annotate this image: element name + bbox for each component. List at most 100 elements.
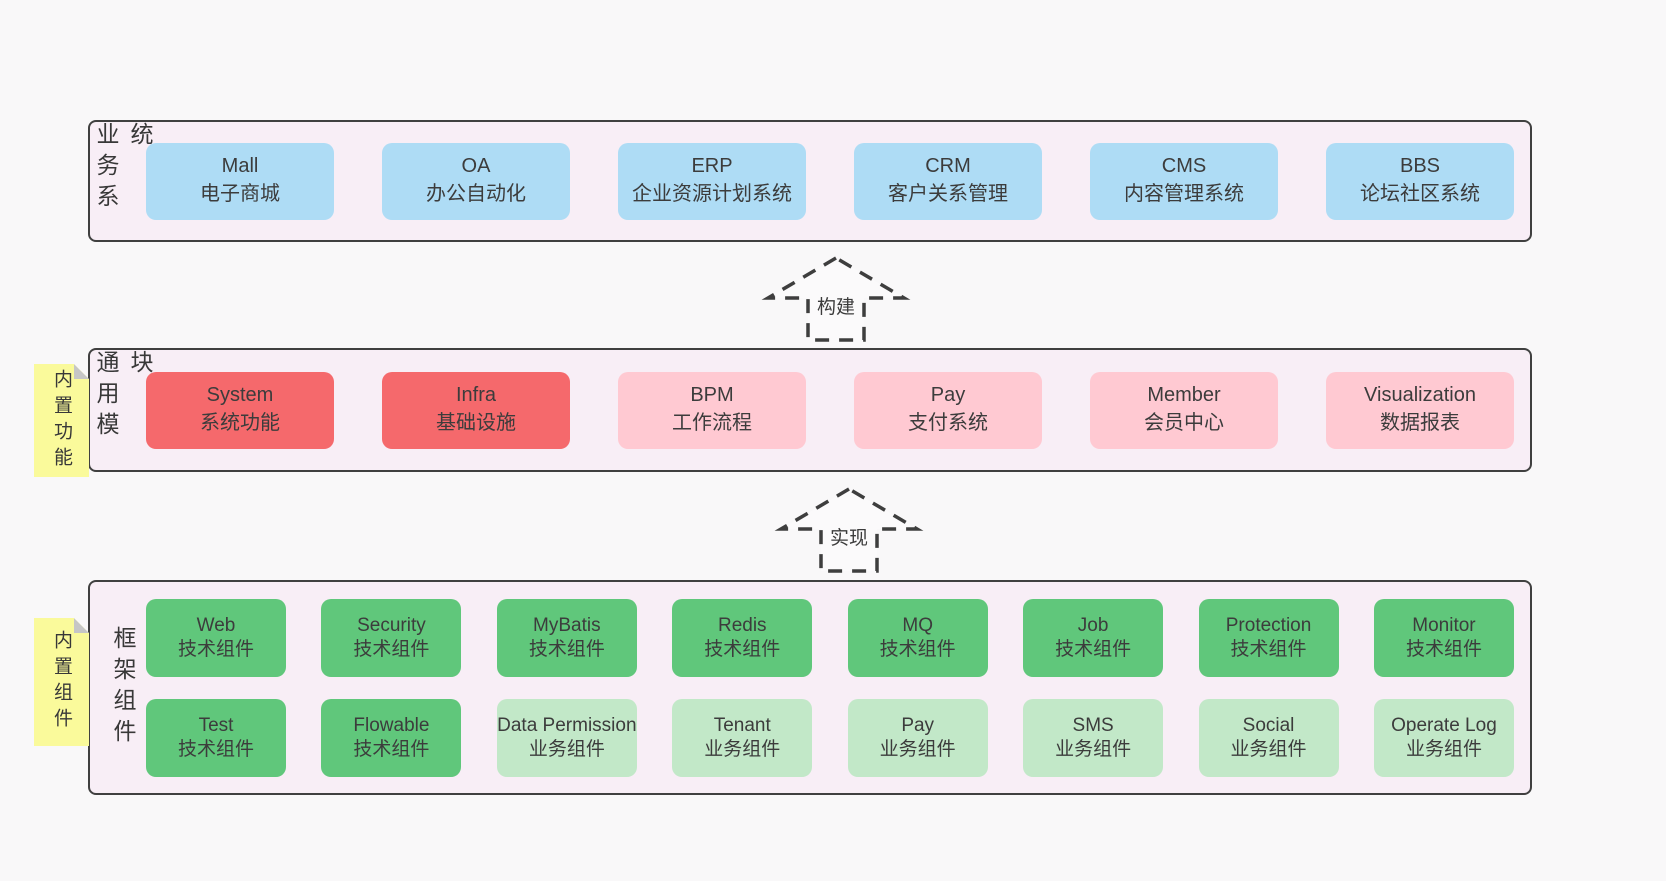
node-bbs[interactable]: BBS 论坛社区系统: [1326, 142, 1514, 220]
node-cms[interactable]: CMS 内容管理系统: [1090, 142, 1278, 220]
node-subtitle: 电子商城: [200, 183, 280, 205]
node-subtitle: 业务组件: [528, 738, 605, 760]
implement-arrow[interactable]: 实现: [773, 485, 925, 575]
node-subtitle: 业务组件: [1405, 738, 1482, 760]
node-title: Protection: [1225, 614, 1312, 636]
node-title: Flowable: [353, 714, 430, 736]
sticky-note-builtin-features[interactable]: 内置功能: [34, 364, 89, 477]
node-subtitle: 技术组件: [353, 738, 430, 760]
folded-corner-icon: [74, 618, 89, 633]
node-title: Pay: [930, 384, 966, 407]
layer-title: 通用模块: [93, 350, 153, 443]
node-title: Redis: [717, 614, 767, 636]
node-title: Operate Log: [1391, 714, 1497, 736]
node-title: CRM: [925, 155, 971, 178]
node-title: Tenant: [713, 714, 771, 736]
node-subtitle: 技术组件: [353, 638, 430, 660]
node-subtitle: 技术组件: [704, 638, 781, 660]
node-subtitle: 会员中心: [1144, 412, 1224, 434]
node-title: Infra: [455, 384, 497, 407]
node-member[interactable]: Member 会员中心: [1090, 371, 1278, 449]
node-title: MQ: [902, 614, 933, 636]
node-title: OA: [461, 155, 491, 178]
sticky-note-label: 内置组件: [51, 630, 72, 734]
arrow-label: 构建: [817, 296, 855, 318]
node-subtitle: 系统功能: [200, 412, 280, 434]
node-title: Social: [1242, 714, 1295, 736]
node-title: Mall: [221, 155, 259, 178]
node-title: Web: [196, 614, 236, 636]
node-subtitle: 技术组件: [177, 638, 254, 660]
node-subtitle: 工作流程: [672, 412, 752, 434]
arrow-label: 实现: [830, 527, 868, 549]
layer-title: 业务系统: [93, 122, 153, 215]
node-title: BPM: [690, 384, 734, 407]
node-oa[interactable]: OA 办公自动化: [382, 142, 570, 220]
node-title: Visualization: [1364, 384, 1476, 407]
node-title: Data Permission: [497, 714, 637, 736]
node-title: Security: [357, 614, 426, 636]
node-subtitle: 技术组件: [1230, 638, 1307, 660]
node-subtitle: 技术组件: [177, 738, 254, 760]
node-bpm[interactable]: BPM 工作流程: [618, 371, 806, 449]
node-title: Job: [1077, 614, 1109, 636]
node-visualization[interactable]: Visualization 数据报表: [1326, 371, 1514, 449]
sticky-note-builtin-components[interactable]: 内置组件: [34, 618, 89, 746]
node-subtitle: 业务组件: [1055, 738, 1132, 760]
node-subtitle: 客户关系管理: [888, 183, 1008, 205]
layer-title-wrap: 通用模块: [93, 350, 153, 470]
build-arrow[interactable]: 构建: [760, 254, 912, 344]
node-subtitle: 内容管理系统: [1124, 183, 1244, 205]
dashed-up-arrow-icon: 构建: [761, 255, 911, 342]
node-title: Pay: [901, 714, 935, 736]
node-crm[interactable]: CRM 客户关系管理: [854, 142, 1042, 220]
node-title: MyBatis: [533, 614, 601, 636]
node-subtitle: 数据报表: [1380, 412, 1460, 434]
node-title: BBS: [1399, 155, 1441, 178]
node-subtitle: 技术组件: [879, 638, 956, 660]
node-title: ERP: [691, 155, 733, 178]
node-pay[interactable]: Pay 支付系统: [854, 371, 1042, 449]
node-subtitle: 办公自动化: [426, 183, 526, 205]
node-subtitle: 技术组件: [1405, 638, 1482, 660]
node-title: Member: [1147, 384, 1221, 407]
node-title: Test: [198, 714, 234, 736]
node-subtitle: 业务组件: [1230, 738, 1307, 760]
node-title: CMS: [1161, 155, 1207, 178]
layer-title-wrap: 框架组件: [101, 582, 145, 793]
node-subtitle: 业务组件: [879, 738, 956, 760]
layer-title-wrap: 业务系统: [93, 122, 153, 240]
node-subtitle: 支付系统: [908, 412, 988, 434]
node-subtitle: 论坛社区系统: [1360, 183, 1480, 205]
node-mall[interactable]: Mall 电子商城: [146, 142, 334, 220]
node-subtitle: 技术组件: [1055, 638, 1132, 660]
